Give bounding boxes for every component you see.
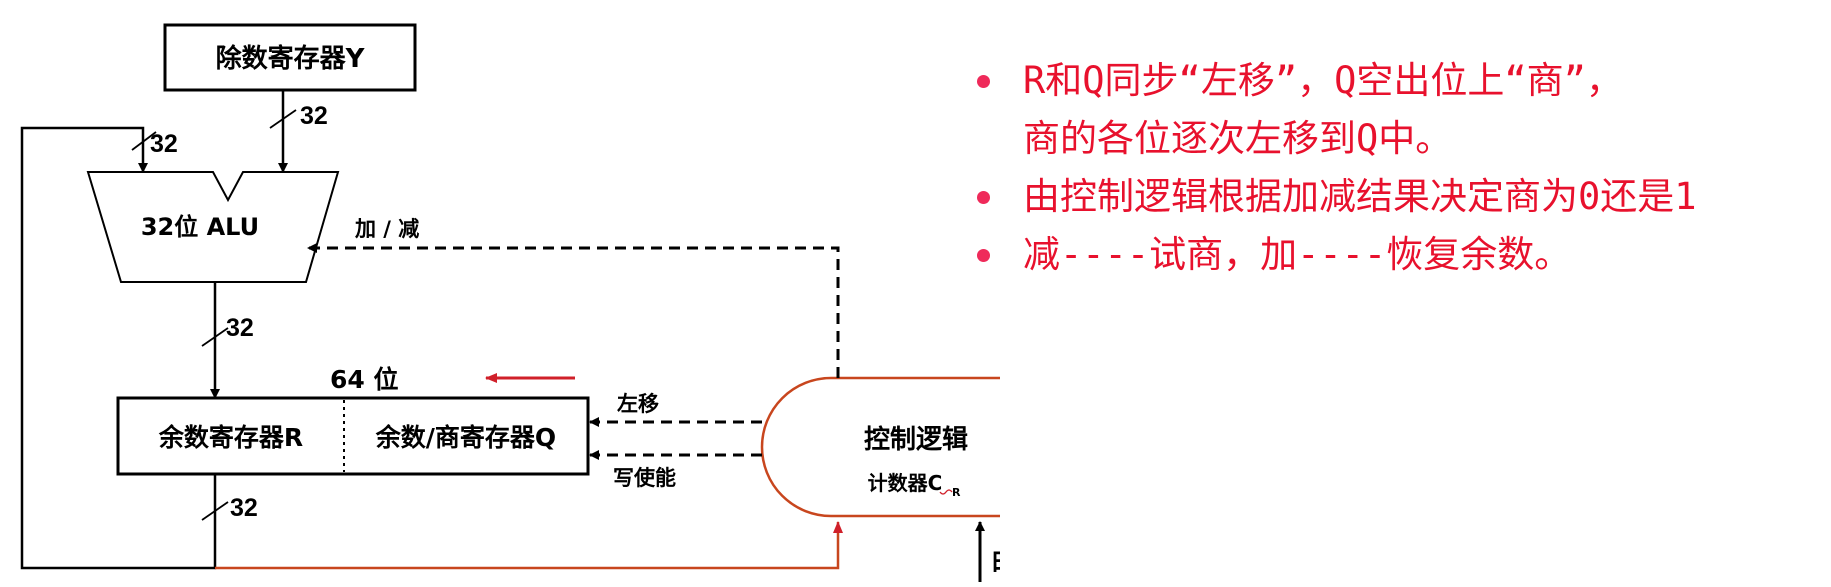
- add-sub-label: 加 / 减: [354, 217, 419, 241]
- counter-label: 计数器C: [868, 471, 943, 495]
- note-text: 由控制逻辑根据加减结果决定商为0还是1: [1023, 175, 1697, 218]
- alu-shape: [86, 171, 340, 283]
- remainder-feedback-bus: [20, 126, 217, 570]
- control-logic-box: [760, 376, 1000, 518]
- bus-slash: [269, 109, 297, 129]
- note-text: R和Q同步“左移”，Q空出位上“商”，: [1023, 59, 1623, 102]
- notes-list: R和Q同步“左移”，Q空出位上“商”， 商的各位逐次左移到Q中。 由控制逻辑根据…: [975, 52, 1825, 284]
- alu-label: 32位 ALU: [141, 213, 259, 241]
- clock-label: 时钟: [992, 548, 1000, 579]
- bullet-dot: [977, 75, 990, 88]
- bullet-dot: [977, 191, 990, 204]
- note-item: 由控制逻辑根据加减结果决定商为0还是1: [975, 168, 1825, 226]
- note-text: 减----试商，加----恢复余数。: [1023, 233, 1572, 276]
- note-item: R和Q同步“左移”，Q空出位上“商”， 商的各位逐次左移到Q中。: [975, 52, 1825, 168]
- bus-width-label: 32: [300, 102, 328, 130]
- add-sub-signal: [307, 243, 840, 378]
- register-rq-box: [116, 396, 590, 476]
- shift-left-label: 左移: [617, 392, 659, 416]
- divisor-register-box: [163, 23, 417, 92]
- bullet-dot: [977, 249, 990, 262]
- bus-slash: [201, 327, 229, 347]
- counter-subscript: R: [952, 486, 961, 499]
- divider-datapath-diagram: 除数寄存器Y 32 32位 ALU 32 64 位 余数寄存器R 余数/商寄存器…: [20, 23, 1000, 582]
- bus-width-label: 32: [226, 314, 254, 342]
- write-enable-label: 写使能: [613, 466, 676, 490]
- note-text-continued: 商的各位逐次左移到Q中。: [1023, 117, 1453, 160]
- counter-squiggle: [939, 489, 953, 495]
- divisor-register-label: 除数寄存器Y: [216, 43, 366, 74]
- bus-width-label: 32: [230, 494, 258, 522]
- quotient-register-label: 余数/商寄存器Q: [375, 423, 556, 452]
- note-item: 减----试商，加----恢复余数。: [975, 226, 1825, 284]
- register-width-label: 64 位: [330, 365, 399, 394]
- register-to-control-line: [215, 521, 843, 570]
- control-logic-label: 控制逻辑: [864, 425, 968, 455]
- bus-slash: [201, 501, 229, 521]
- bus-slash: [131, 131, 157, 151]
- remainder-register-label: 余数寄存器R: [158, 423, 303, 452]
- bus-width-label: 32: [150, 130, 178, 158]
